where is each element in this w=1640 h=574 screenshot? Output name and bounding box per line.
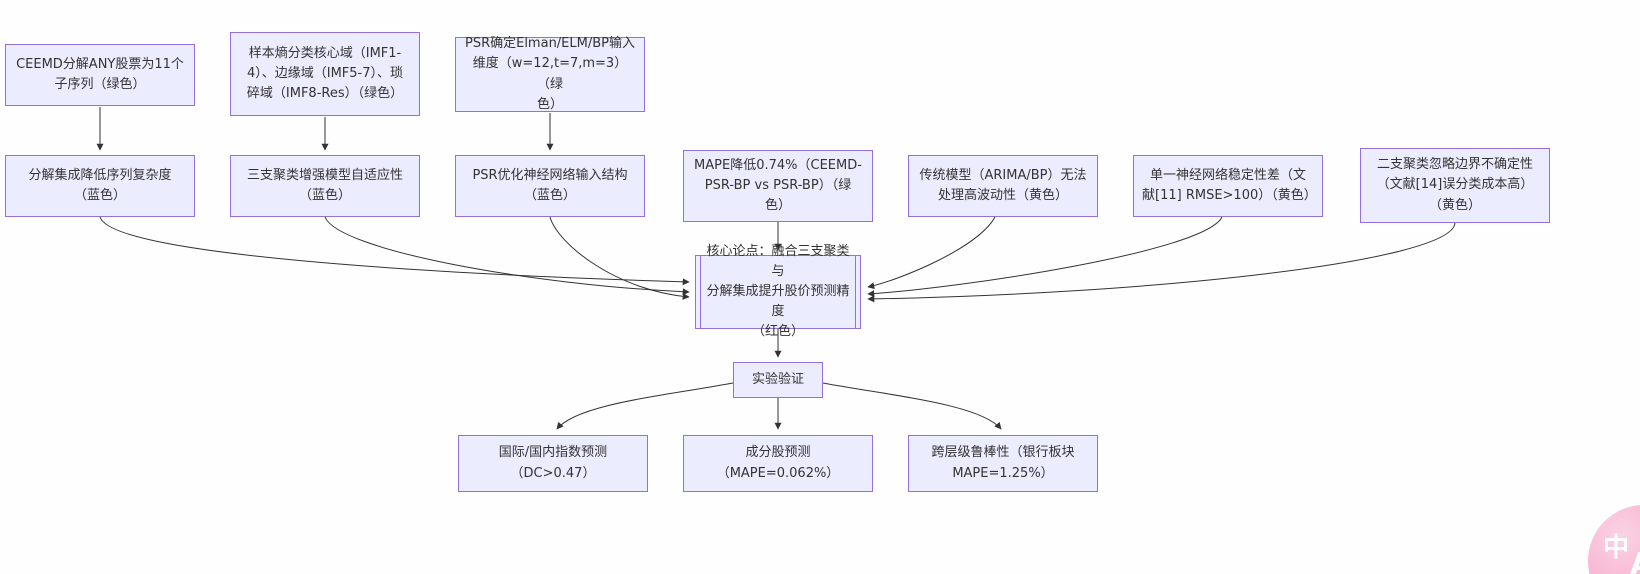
edge-experiment-to-robustness	[822, 382, 1002, 430]
translate-zh-glyph: 中	[1603, 533, 1630, 563]
node-two-way-clustering-limitation: 二支聚类忽略边界不确定性 （文献[14]误分类成本高） （黄色）	[1360, 148, 1550, 223]
node-label: 跨层级鲁棒性（银行板块 MAPE=1.25%）	[931, 445, 1075, 481]
node-label: 成分股预测 （MAPE=0.062%）	[716, 445, 840, 481]
edge-decomp-to-core	[99, 216, 690, 286]
node-experiment-validation: 实验验证	[733, 362, 823, 398]
node-ceemd-decomposition: CEEMD分解ANY股票为11个 子序列（绿色）	[5, 44, 195, 106]
node-index-prediction: 国际/国内指数预测 （DC>0.47）	[458, 435, 648, 492]
node-three-way-clustering: 三支聚类增强模型自适应性 （蓝色）	[230, 155, 420, 217]
node-label: 实验验证	[751, 371, 804, 387]
edge-threeway-to-core	[324, 216, 690, 296]
node-label: 单一神经网络稳定性差（文 献[11] RMSE>100）（黄色）	[1142, 167, 1317, 203]
node-traditional-model-limitation: 传统模型（ARIMA/BP）无法 处理高波动性（黄色）	[908, 155, 1098, 217]
node-label: 三支聚类增强模型自适应性 （蓝色）	[246, 167, 403, 203]
node-label: CEEMD分解ANY股票为11个 子序列（绿色）	[16, 56, 184, 92]
translate-fab-button[interactable]: 中 A	[1588, 505, 1640, 574]
node-label: 国际/国内指数预测 （DC>0.47）	[498, 445, 608, 481]
edge-singlenn-to-core	[867, 216, 1223, 298]
node-component-stock-prediction: 成分股预测 （MAPE=0.062%）	[683, 435, 873, 492]
node-label: PSR确定Elman/ELM/BP输入 维度（w=12,t=7,m=3）（绿 色…	[464, 36, 635, 112]
node-decomposition-ensemble: 分解集成降低序列复杂度 （蓝色）	[5, 155, 195, 217]
node-label: 传统模型（ARIMA/BP）无法 处理高波动性（黄色）	[919, 167, 1087, 203]
node-single-nn-instability: 单一神经网络稳定性差（文 献[11] RMSE>100）（黄色）	[1133, 155, 1323, 217]
edge-twoway-to-core	[867, 222, 1456, 303]
node-label: 分解集成降低序列复杂度 （蓝色）	[28, 167, 172, 203]
node-label: 二支聚类忽略边界不确定性 （文献[14]误分类成本高） （黄色）	[1376, 157, 1534, 213]
node-cross-level-robustness: 跨层级鲁棒性（银行板块 MAPE=1.25%）	[908, 435, 1098, 492]
edge-experiment-to-index	[556, 382, 734, 430]
translate-en-glyph: A	[1630, 547, 1640, 574]
edge-psropt-to-core	[549, 216, 690, 300]
node-sample-entropy: 样本熵分类核心域（IMF1- 4）、边缘域（IMF5-7）、琐 碎域（IMF8-…	[230, 32, 420, 116]
node-label: PSR优化神经网络输入结构 （蓝色）	[472, 167, 628, 203]
node-label: MAPE降低0.74%（CEEMD- PSR-BP vs PSR-BP）（绿 色…	[694, 157, 862, 214]
node-label: 核心论点：融合三支聚类与 分解集成提升股价预测精度 （红色）	[706, 243, 850, 340]
node-mape-improvement: MAPE降低0.74%（CEEMD- PSR-BP vs PSR-BP）（绿 色…	[683, 150, 873, 222]
node-psr-input-dimension: PSR确定Elman/ELM/BP输入 维度（w=12,t=7,m=3）（绿 色…	[455, 36, 645, 112]
node-core-thesis: 核心论点：融合三支聚类与 分解集成提升股价预测精度 （红色）	[695, 244, 861, 339]
edge-traditional-to-core	[867, 216, 996, 290]
node-label: 样本熵分类核心域（IMF1- 4）、边缘域（IMF5-7）、琐 碎域（IMF8-…	[246, 45, 404, 102]
node-psr-optimization: PSR优化神经网络输入结构 （蓝色）	[455, 155, 645, 217]
